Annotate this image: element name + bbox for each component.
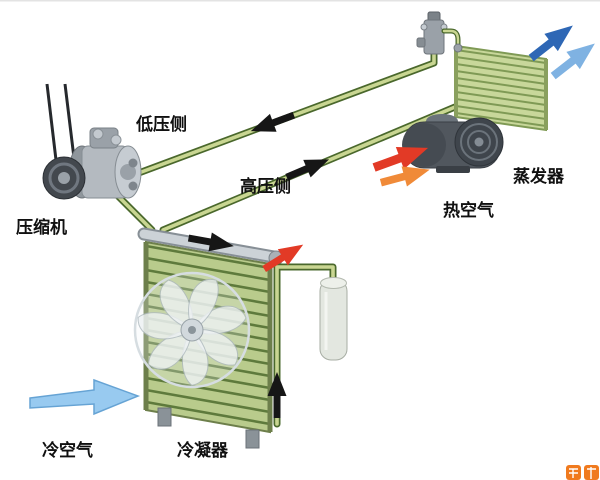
fan-hub-center: [188, 326, 196, 334]
low-pressure-pipe: [124, 48, 438, 181]
condenser-fan: [133, 271, 251, 389]
blower-hub: [474, 137, 484, 147]
label-cold-air: 冷空气: [42, 440, 93, 460]
evaporator-coil: [453, 43, 548, 132]
blower-inlet-ring: [467, 130, 491, 154]
compressor-knob: [92, 128, 104, 140]
header-tube: [139, 229, 279, 262]
label-low-pressure-side: 低压侧: [135, 114, 187, 134]
image-border: [0, 0, 600, 2]
label-condenser: 冷凝器: [177, 440, 229, 460]
condenser-foot: [157, 407, 172, 427]
compressor-front-hub: [120, 164, 136, 180]
evaporator-inlet-fitting: [453, 43, 463, 53]
valve-nut: [416, 37, 426, 48]
fan-blades: [137, 278, 247, 386]
expansion-valve: [416, 11, 448, 55]
valve-body: [423, 19, 445, 55]
watermark-glyphs: [569, 467, 596, 479]
blower-bracket: [436, 166, 470, 173]
label-compressor: 压缩机: [16, 217, 67, 237]
pulley-groove: [48, 162, 80, 194]
evaporator-tubes: [455, 49, 547, 127]
receiver-body: [319, 279, 348, 361]
valve-bolt: [420, 23, 428, 31]
label-evaporator: 蒸发器: [513, 166, 565, 186]
label-hot-air: 热空气: [443, 200, 494, 220]
cold-air-arrow-icon: [29, 378, 141, 416]
compressor: [42, 83, 142, 200]
blower-inlet-ring: [460, 123, 498, 161]
belt-lines: [45, 83, 76, 161]
suction-flow-arrow-icon: [247, 106, 298, 141]
receiver-top: [320, 277, 347, 289]
receiver-drier: [319, 277, 348, 361]
compressor-port: [128, 158, 138, 168]
pulley-hub: [58, 172, 70, 184]
compressor-knob: [110, 134, 122, 146]
watermark: [566, 465, 599, 480]
liquid-pipe: [273, 263, 337, 428]
blower-fan: [402, 114, 504, 173]
discharge-pipe: [114, 192, 156, 234]
valve-to-evaporator-pipe: [441, 28, 461, 52]
condenser-foot: [245, 429, 260, 449]
label-high-pressure-side: 高压侧: [240, 176, 291, 196]
compressor-port: [128, 181, 138, 191]
